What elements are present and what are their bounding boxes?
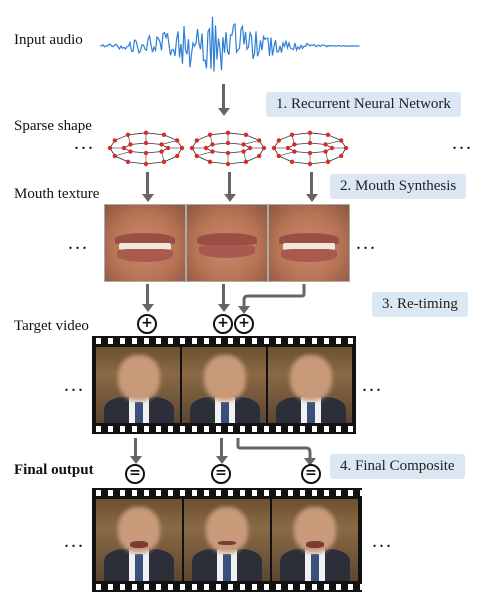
target-frame-2	[182, 347, 266, 423]
step-final-composite-box: 4. Final Composite	[330, 454, 465, 479]
input-audio-label: Input audio	[14, 32, 83, 48]
target-frame-1	[96, 347, 180, 423]
equals-operator-3: =	[301, 464, 321, 484]
final-frame-2	[184, 499, 270, 581]
target-frame-3	[268, 347, 352, 423]
target-video-filmstrip	[92, 336, 356, 434]
plus-operator-1: +	[137, 314, 157, 334]
ellipsis-right-final: ...	[372, 530, 393, 552]
ellipsis-left-mouth: ...	[68, 232, 89, 254]
ellipsis-right-shape: ...	[452, 132, 473, 154]
lip-landmark-shape-1	[107, 130, 185, 167]
audio-waveform	[100, 16, 360, 72]
lip-landmark-shape-2	[189, 130, 267, 167]
final-output-filmstrip	[92, 488, 362, 592]
ellipsis-left-final: ...	[64, 530, 85, 552]
waveform-line	[100, 16, 360, 72]
ellipsis-right-mouth: ...	[356, 232, 377, 254]
equals-operator-1: =	[125, 464, 145, 484]
arrow-video-to-final-3	[236, 438, 316, 466]
final-frame-1	[96, 499, 182, 581]
target-video-label: Target video	[14, 318, 89, 334]
step-rnn-box: 1. Recurrent Neural Network	[266, 92, 461, 117]
final-output-label: Final output	[14, 462, 94, 478]
plus-operator-2: +	[213, 314, 233, 334]
arrow-mouth3-retimed	[238, 284, 306, 314]
sparse-shape-label: Sparse shape	[14, 118, 92, 134]
mouth-texture-label: Mouth texture	[14, 186, 100, 202]
step-mouth-synthesis-box: 2. Mouth Synthesis	[330, 174, 467, 199]
ellipsis-left-video: ...	[64, 374, 85, 396]
step-retiming-box: 3. Re-timing	[372, 292, 468, 317]
mouth-texture-2	[186, 204, 268, 282]
equals-operator-2: =	[211, 464, 231, 484]
mouth-texture-3	[268, 204, 350, 282]
ellipsis-right-video: ...	[362, 374, 383, 396]
ellipsis-left-shape: ...	[74, 132, 95, 154]
final-frame-3	[272, 499, 358, 581]
lip-landmark-shape-3	[271, 130, 349, 167]
mouth-texture-1	[104, 204, 186, 282]
plus-operator-3: +	[234, 314, 254, 334]
